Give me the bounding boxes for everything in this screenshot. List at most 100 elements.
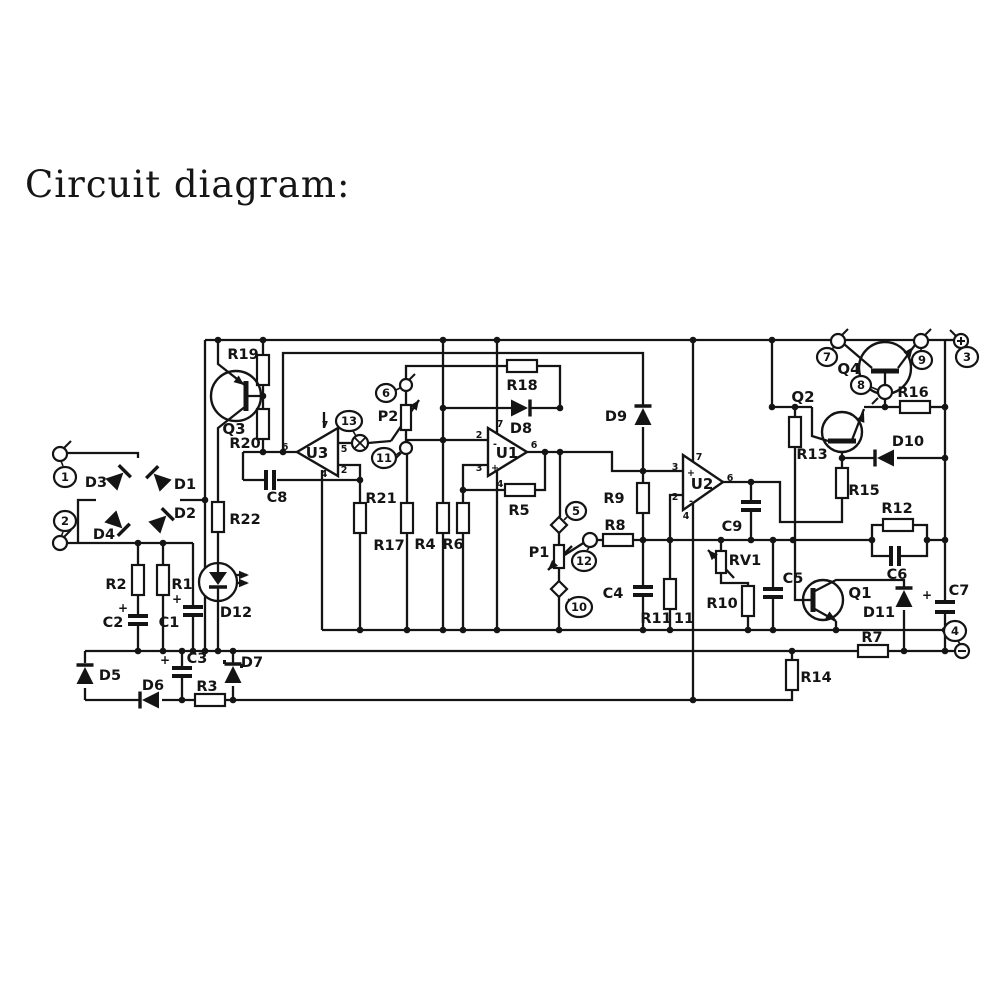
svg-text:4: 4 (683, 511, 690, 522)
diode-D1: D1 (145, 465, 196, 493)
svg-text:+: + (491, 463, 499, 474)
diode-D11: D11 (863, 586, 913, 621)
svg-text:Q3: Q3 (222, 420, 245, 438)
terminal-8: 8 (849, 374, 894, 405)
svg-text:6: 6 (727, 473, 734, 484)
svg-text:2: 2 (61, 514, 69, 528)
resistor-R17: R17 (373, 501, 415, 554)
svg-text:R2: R2 (105, 577, 126, 593)
capacitor-C1: +C1 (159, 592, 203, 631)
svg-text:+: + (687, 468, 695, 479)
page-title: Circuit diagram: (25, 163, 351, 206)
resistor-R21: R21 (352, 491, 397, 535)
diode-D4: D4 (93, 510, 131, 543)
svg-text:R18: R18 (506, 378, 537, 394)
svg-text:R12: R12 (881, 501, 912, 517)
transistor-Q2: Q2 (791, 388, 864, 454)
capacitor-C8: C8 (264, 470, 288, 506)
svg-text:C9: C9 (722, 519, 743, 535)
resistor-R9: R9 (603, 481, 651, 515)
resistor-R8: R8 (601, 518, 635, 548)
svg-text:R14: R14 (800, 670, 831, 686)
terminal-13: 13 (334, 409, 370, 453)
pot-P1: P1 (529, 543, 566, 570)
terminal-5: 5 (549, 500, 588, 535)
svg-text:12: 12 (576, 554, 592, 568)
svg-text:D12: D12 (220, 605, 252, 621)
svg-text:D2: D2 (174, 506, 196, 522)
svg-text:R16: R16 (897, 385, 928, 401)
resistor-R20: R20 (229, 407, 271, 452)
resistor-R2: R2 (105, 563, 146, 597)
transistor-Q1: Q1 (801, 578, 872, 622)
svg-text:-: - (689, 496, 693, 507)
svg-text:7: 7 (696, 452, 703, 463)
terminal-6: 6 (374, 373, 416, 404)
diode-D7: D7 (223, 655, 263, 683)
svg-text:11: 11 (376, 451, 392, 465)
diode-D5: D5 (76, 663, 121, 684)
svg-text:R4: R4 (414, 537, 435, 553)
diode-D8: D8 (510, 399, 532, 437)
svg-text:RV1: RV1 (729, 553, 761, 569)
svg-text:3: 3 (476, 463, 483, 474)
terminal-1: 1 (51, 440, 78, 489)
svg-text:R19: R19 (227, 347, 258, 363)
svg-text:D11: D11 (863, 605, 895, 621)
extra-texts: 11 (674, 611, 694, 627)
svg-text:11: 11 (674, 611, 694, 627)
resistor-R22: R22 (210, 500, 261, 534)
svg-text:3: 3 (963, 350, 971, 364)
svg-text:3: 3 (672, 462, 679, 473)
svg-text:7: 7 (497, 419, 504, 430)
resistor-R6: R6 (442, 501, 471, 553)
svg-text:D5: D5 (99, 668, 121, 684)
resistor-R18: R18 (505, 358, 539, 394)
svg-text:R15: R15 (848, 483, 879, 499)
terminal-7: 7 (815, 328, 849, 368)
svg-text:R9: R9 (603, 491, 624, 507)
transistor-Q4: Q4 (837, 340, 913, 396)
terminal-11: 11 (370, 440, 414, 470)
svg-text:R13: R13 (796, 447, 827, 463)
svg-text:R5: R5 (508, 503, 529, 519)
terminal-10: 10 (549, 579, 594, 619)
svg-text:C7: C7 (949, 583, 970, 599)
svg-text:D1: D1 (174, 477, 196, 493)
svg-text:D3: D3 (85, 475, 107, 491)
svg-text:U3: U3 (306, 444, 329, 462)
svg-text:-: - (493, 439, 497, 450)
resistor-R19: R19 (227, 347, 271, 387)
svg-text:C8: C8 (267, 490, 288, 506)
svg-text:5: 5 (341, 444, 348, 455)
svg-text:4: 4 (497, 479, 504, 490)
svg-text:C1: C1 (159, 615, 180, 631)
resistor-R13: R13 (787, 415, 828, 463)
svg-text:R21: R21 (365, 491, 396, 507)
resistor-R7: R7 (856, 630, 890, 659)
svg-text:R20: R20 (229, 436, 260, 452)
svg-text:R6: R6 (442, 537, 463, 553)
diode-D9: D9 (605, 404, 652, 425)
svg-text:C5: C5 (783, 571, 804, 587)
capacitor-C9: C9 (722, 500, 761, 535)
svg-text:Q1: Q1 (848, 584, 871, 602)
svg-text:C2: C2 (103, 615, 124, 631)
svg-text:P2: P2 (378, 409, 399, 425)
capacitor-C7: +C7 (922, 583, 970, 614)
svg-text:D10: D10 (892, 434, 924, 450)
svg-text:6: 6 (382, 386, 390, 400)
svg-text:2: 2 (476, 430, 483, 441)
svg-text:R1: R1 (171, 577, 192, 593)
resistor-R16: R16 (897, 385, 932, 415)
svg-text:R10: R10 (706, 596, 737, 612)
svg-text:2: 2 (672, 492, 679, 503)
resistor-R5: R5 (503, 482, 537, 519)
svg-text:C4: C4 (603, 586, 624, 602)
